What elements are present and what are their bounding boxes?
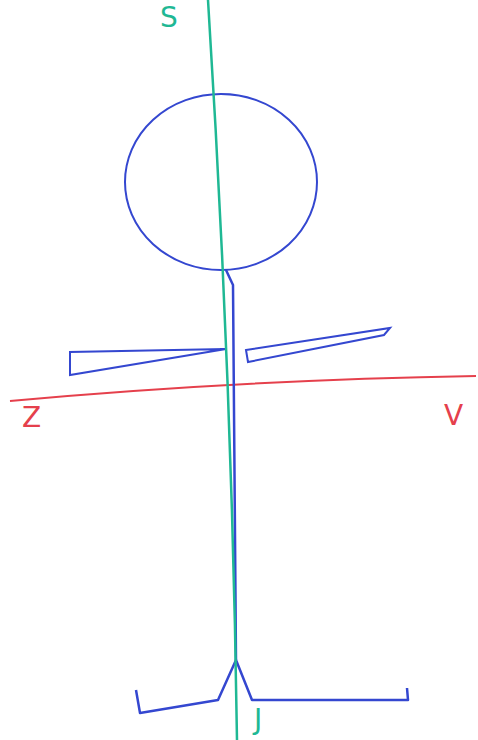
right-arm [246, 328, 390, 362]
east-label: V [444, 402, 463, 430]
left-arm [70, 349, 226, 375]
right-leg [236, 660, 408, 700]
horizontal-axis [10, 376, 476, 401]
north-label: S [160, 4, 178, 32]
vertical-axis [208, 0, 237, 740]
west-label: Z [22, 404, 41, 432]
left-leg [136, 660, 236, 713]
south-label: J [254, 706, 262, 734]
